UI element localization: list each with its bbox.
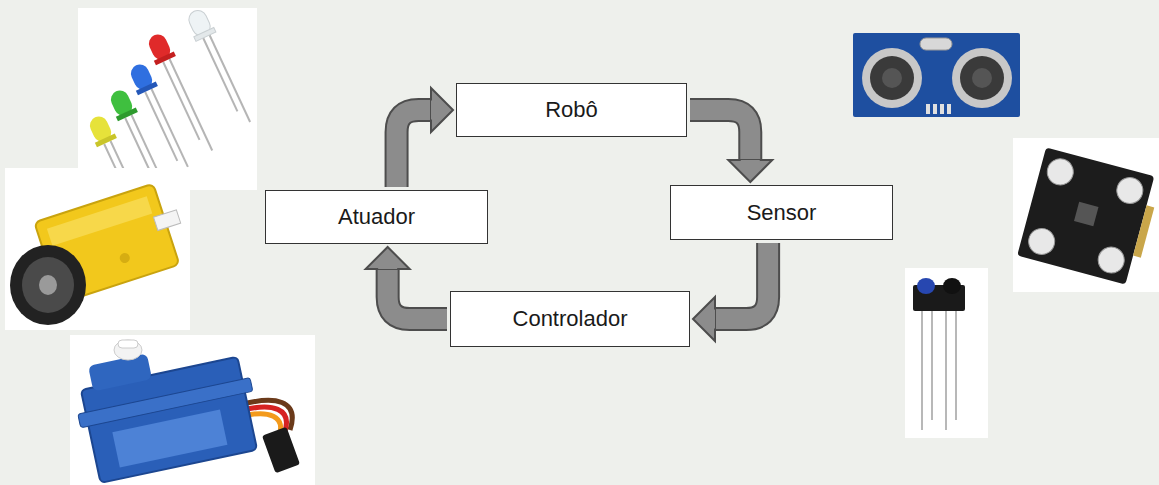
gear-motor-photo xyxy=(47,196,152,246)
ultrasonic-sensor-photo xyxy=(920,38,952,50)
color-sensor-photo xyxy=(1013,138,1159,292)
arrow-body xyxy=(388,269,447,319)
led-photo xyxy=(154,52,176,66)
arrow-body xyxy=(715,243,768,319)
led-photo xyxy=(95,134,117,148)
led-photo xyxy=(126,61,194,174)
led-photo xyxy=(210,35,251,122)
color-sensor-photo xyxy=(1013,138,1159,292)
arrow-head xyxy=(728,160,772,182)
ir-sensor-photo xyxy=(955,310,957,420)
ultrasonic-sensor-photo xyxy=(926,104,930,114)
cycle-arrow xyxy=(690,110,772,182)
led-photo xyxy=(170,59,213,151)
arrow-body xyxy=(741,160,760,163)
arrow-head xyxy=(366,247,410,269)
ir-sensor-photo xyxy=(943,278,961,294)
box-label: Robô xyxy=(545,97,598,123)
servo-photo xyxy=(262,427,300,473)
led-photo xyxy=(145,92,177,161)
gear-motor-photo xyxy=(39,275,57,295)
box-label: Sensor xyxy=(747,200,817,226)
ir-sensor-photo xyxy=(945,310,947,430)
arrow-body xyxy=(378,266,397,269)
arrow-body xyxy=(712,310,715,329)
process-box: Robô xyxy=(456,83,687,137)
color-sensor-photo xyxy=(1026,226,1058,258)
cycle-arrow xyxy=(693,243,768,341)
arrow-head xyxy=(431,88,453,132)
led-photo xyxy=(78,8,257,190)
ultrasonic-sensor-photo xyxy=(853,33,1020,117)
color-sensor-photo xyxy=(1095,244,1127,276)
servo-photo xyxy=(112,409,227,467)
color-sensor-photo xyxy=(1044,156,1076,188)
led-photo xyxy=(152,89,188,167)
gear-motor-photo xyxy=(5,168,193,330)
gear-motor-photo xyxy=(22,257,74,313)
ultrasonic-sensor-photo xyxy=(960,56,1004,100)
ultrasonic-sensor-photo xyxy=(853,33,1020,117)
process-box: Controlador xyxy=(450,291,690,347)
arrow-outline xyxy=(715,243,768,319)
servo-photo xyxy=(118,340,138,348)
ir-sensor-photo xyxy=(931,310,933,420)
box-label: Controlador xyxy=(513,306,628,332)
ultrasonic-sensor-photo xyxy=(940,104,944,114)
gear-motor-photo xyxy=(34,184,179,303)
servo-photo xyxy=(68,334,264,485)
ultrasonic-sensor-photo xyxy=(862,48,922,108)
color-sensor-photo xyxy=(1133,205,1154,257)
color-sensor-photo xyxy=(1017,147,1154,284)
servo-photo xyxy=(70,335,315,485)
cycle-arrow xyxy=(397,88,453,187)
ultrasonic-sensor-photo xyxy=(952,48,1012,108)
ultrasonic-sensor-photo xyxy=(933,104,937,114)
gear-motor-photo xyxy=(10,245,86,325)
led-photo xyxy=(116,108,138,122)
cycle-arrow xyxy=(366,247,447,319)
ultrasonic-sensor-photo xyxy=(972,68,992,88)
gear-motor-photo xyxy=(5,168,190,330)
gear-motor-photo xyxy=(118,252,131,265)
box-label: Atuador xyxy=(338,204,415,230)
ultrasonic-sensor-photo xyxy=(947,104,951,114)
arrow-outline xyxy=(397,110,431,187)
led-photo xyxy=(184,7,256,129)
led-photo xyxy=(144,31,218,157)
led-photo xyxy=(136,82,158,96)
servo-photo xyxy=(68,334,315,485)
ir-sensor-photo xyxy=(917,278,935,294)
color-sensor-photo xyxy=(1074,202,1098,226)
arrow-body xyxy=(431,101,434,120)
arrow-body xyxy=(690,110,750,160)
arrow-body xyxy=(397,110,431,187)
led-photo xyxy=(163,62,199,140)
process-box: Sensor xyxy=(670,185,893,240)
arrow-head xyxy=(693,297,715,341)
ir-sensor-photo xyxy=(921,310,923,430)
arrow-outline xyxy=(388,269,447,319)
ultrasonic-sensor-photo xyxy=(882,68,902,88)
ir-sensor-photo xyxy=(905,268,988,438)
color-sensor-photo xyxy=(1114,175,1146,207)
process-box: Atuador xyxy=(265,190,488,244)
ir-sensor-photo xyxy=(905,268,988,438)
color-sensor-photo xyxy=(1017,147,1159,286)
led-photo xyxy=(132,115,160,175)
servo-photo xyxy=(88,353,152,391)
arrow-outline xyxy=(690,110,750,160)
gear-motor-photo xyxy=(154,210,181,231)
led-photo xyxy=(78,7,257,190)
led-photo xyxy=(194,28,216,42)
led-photo xyxy=(203,38,237,111)
servo-photo xyxy=(114,340,142,360)
ultrasonic-sensor-photo xyxy=(870,56,914,100)
